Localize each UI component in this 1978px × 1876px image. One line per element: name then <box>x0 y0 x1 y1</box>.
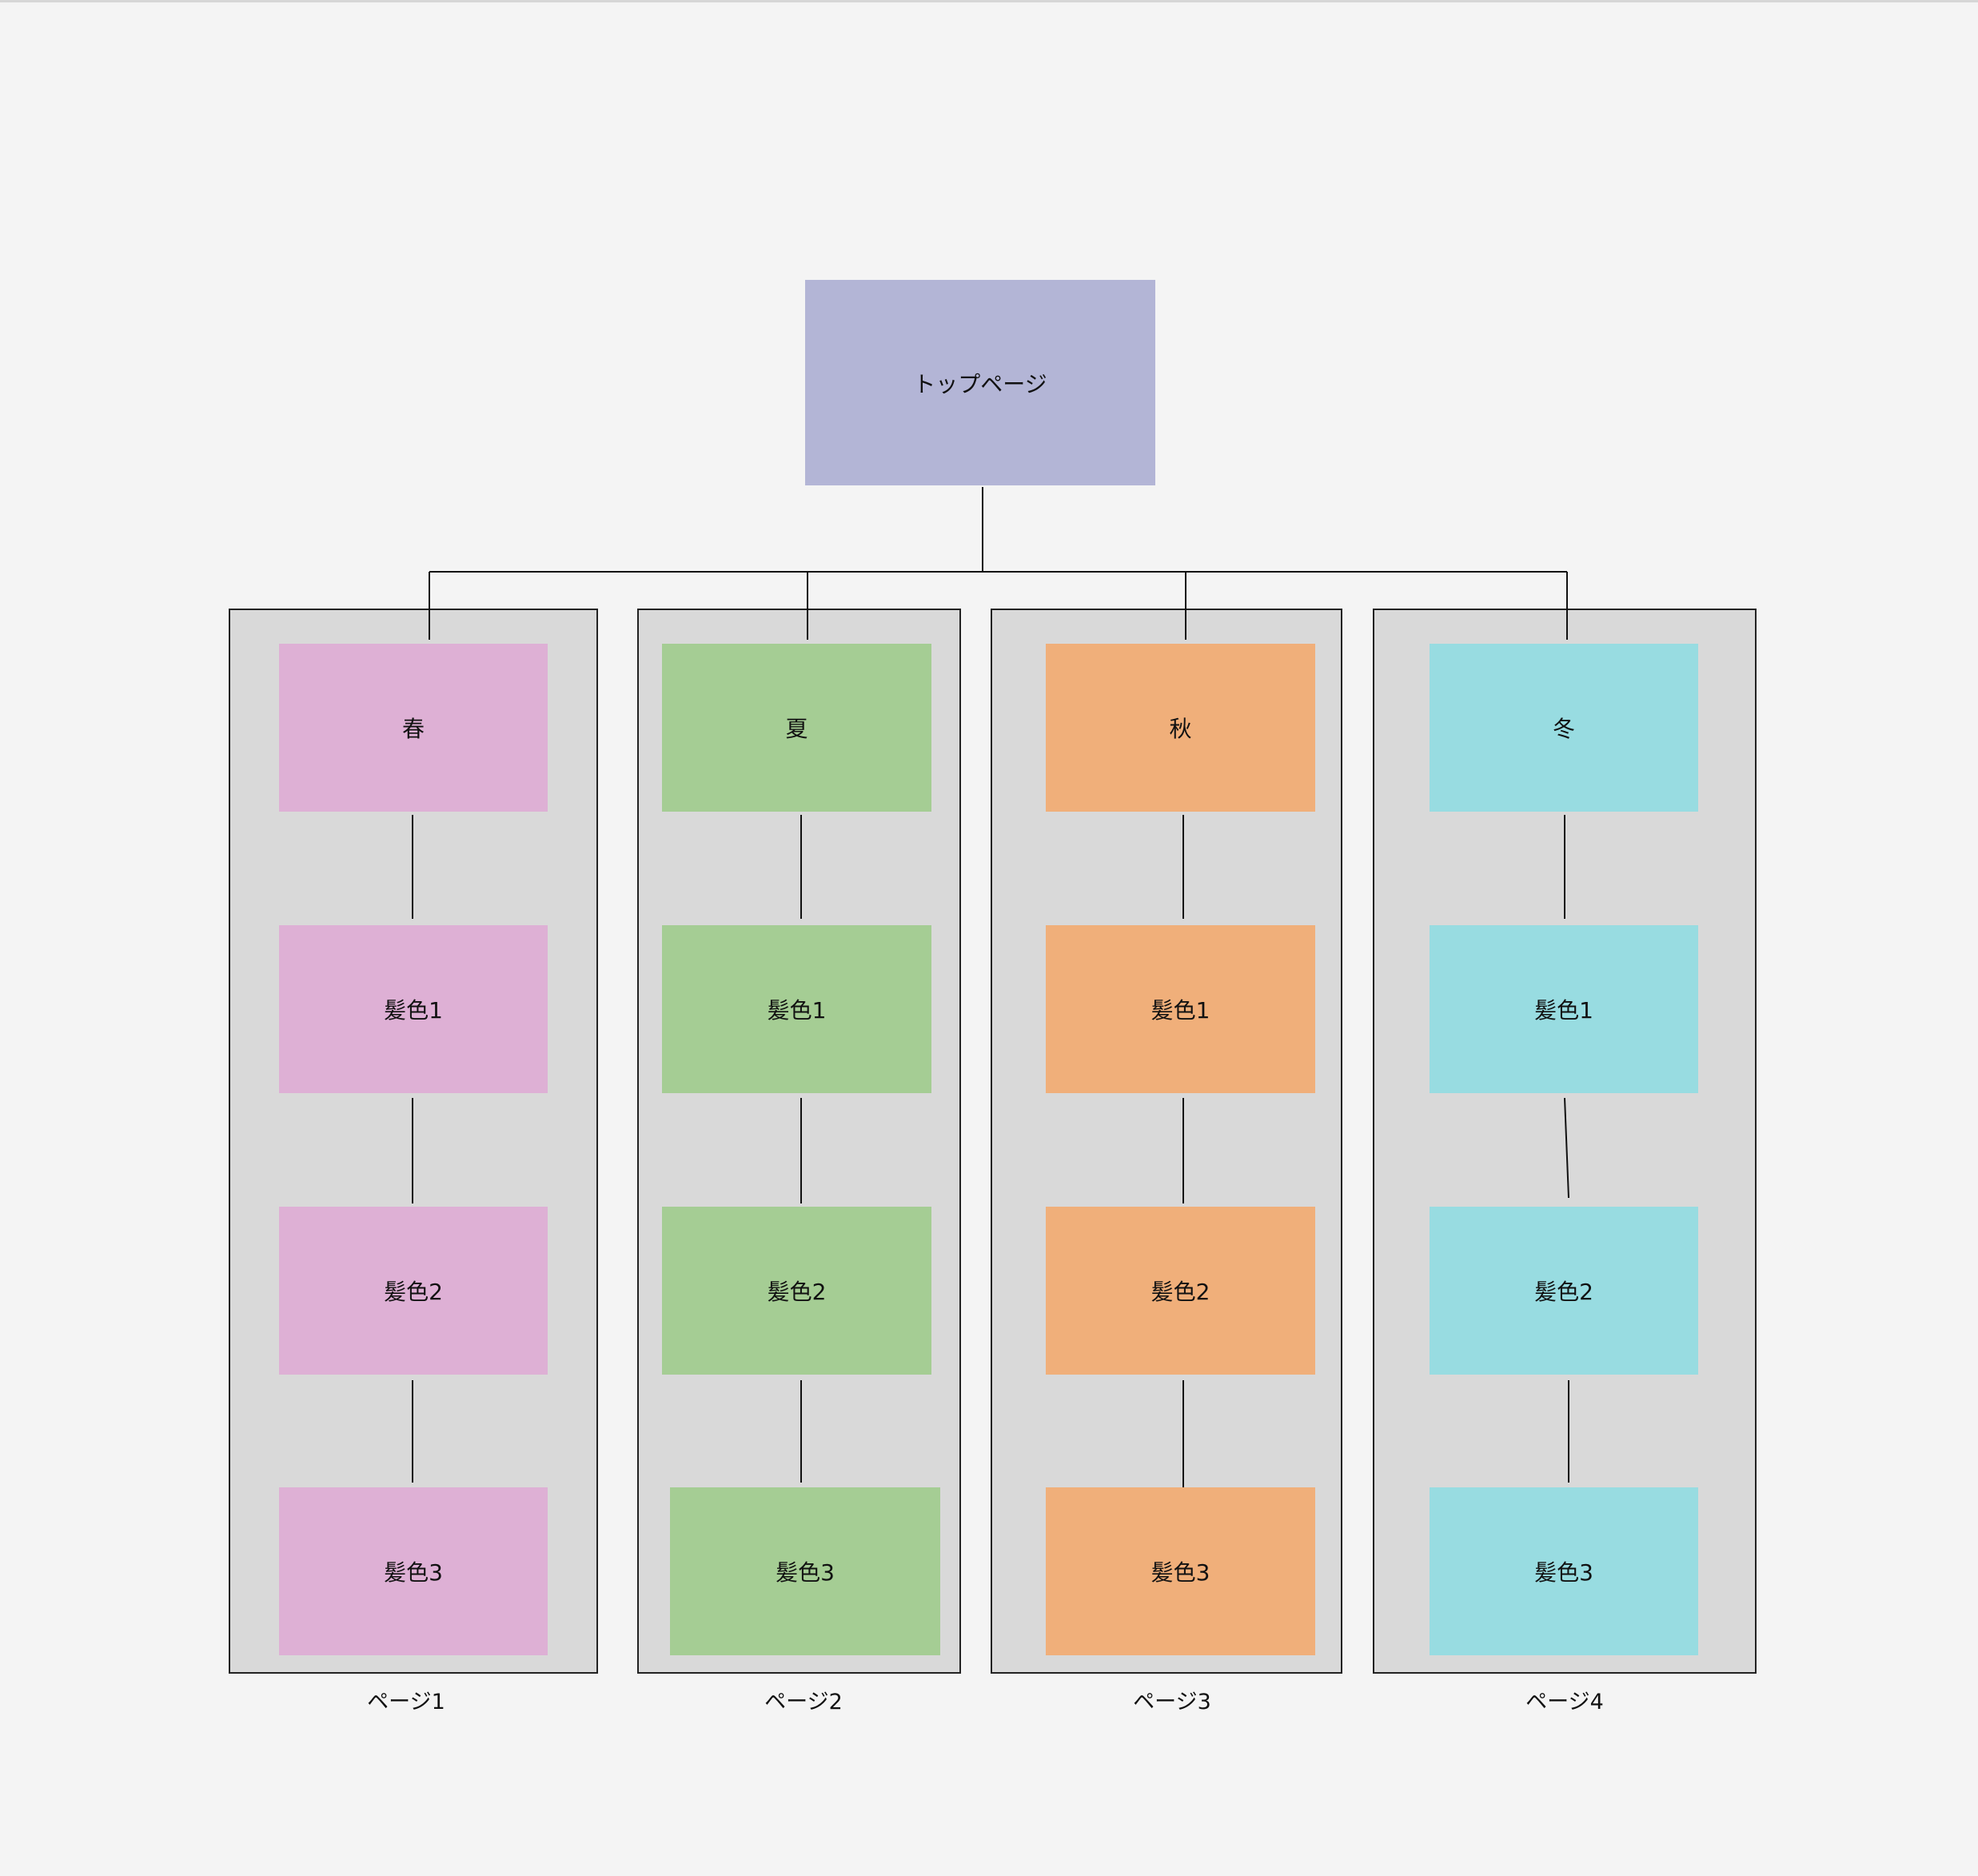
node-label: 髪色2 <box>384 1279 443 1305</box>
node-label: 髪色2 <box>767 1279 827 1305</box>
node-label: 髪色1 <box>767 997 827 1024</box>
node-label: 冬 <box>1552 716 1575 742</box>
season-node-winter: 冬 <box>1430 644 1698 812</box>
hair-color-node: 髪色1 <box>1046 925 1315 1093</box>
col4-link-2 <box>1564 1097 1569 1199</box>
hair-color-node: 髪色2 <box>1046 1207 1315 1375</box>
hair-color-node: 髪色1 <box>1430 925 1698 1093</box>
page-2-label: ページ2 <box>764 1690 843 1714</box>
node-label: 髪色3 <box>384 1559 443 1586</box>
top-page-label: トップページ <box>913 370 1047 397</box>
page-4-label: ページ4 <box>1525 1690 1604 1714</box>
hair-color-node: 髪色3 <box>279 1487 548 1655</box>
node-label: 髪色1 <box>384 997 443 1024</box>
season-node-summer: 夏 <box>662 644 931 812</box>
node-label: 髪色1 <box>1151 997 1210 1024</box>
node-label: 秋 <box>1169 716 1192 742</box>
node-label: 髪色3 <box>1534 1559 1593 1586</box>
hair-color-node: 髪色2 <box>1430 1207 1698 1375</box>
node-label: 髪色2 <box>1534 1279 1593 1305</box>
season-node-autumn: 秋 <box>1046 644 1315 812</box>
window-top-border <box>0 0 1978 2</box>
node-label: 髪色3 <box>1151 1559 1210 1586</box>
hair-color-node: 髪色2 <box>279 1207 548 1375</box>
hair-color-node: 髪色1 <box>279 925 548 1093</box>
hair-color-node: 髪色3 <box>1046 1487 1315 1655</box>
node-label: 春 <box>401 716 425 742</box>
top-page-node: トップページ <box>805 280 1155 485</box>
node-label: 髪色3 <box>776 1559 835 1586</box>
hair-color-node: 髪色3 <box>670 1487 940 1655</box>
page-1-label: ページ1 <box>367 1690 445 1714</box>
hair-color-node: 髪色2 <box>662 1207 931 1375</box>
hair-color-node: 髪色1 <box>662 925 931 1093</box>
hair-color-node: 髪色3 <box>1430 1487 1698 1655</box>
page-3-label: ページ3 <box>1133 1690 1211 1714</box>
node-label: 髪色1 <box>1534 997 1593 1024</box>
node-label: 髪色2 <box>1151 1279 1210 1305</box>
season-node-spring: 春 <box>279 644 548 812</box>
node-label: 夏 <box>785 716 808 742</box>
